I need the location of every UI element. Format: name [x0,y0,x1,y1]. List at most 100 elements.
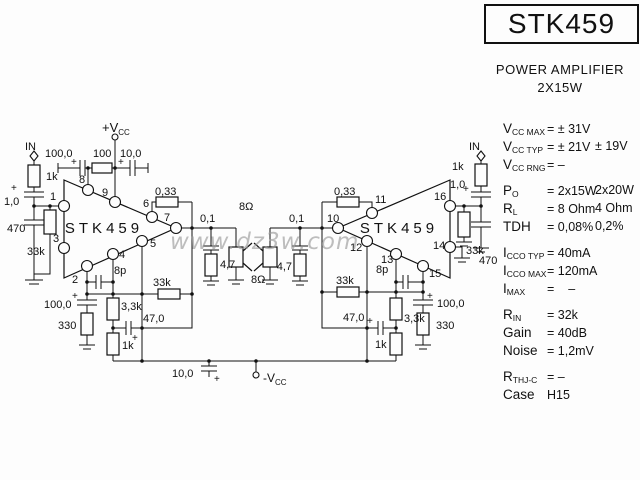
r033-left-label: 0,33 [155,186,176,198]
plus-sign: + [427,291,433,302]
pin-label-7: 7 [164,212,170,224]
speaker-left-horn [242,242,253,272]
spec-subscript: CC RNG [512,163,546,173]
spec-symbol: RTHJ-C [503,369,547,385]
c8p-right-label: 8p [376,264,388,276]
resistor-33k-left-bias [43,209,57,235]
c10-rail-label: 10,0 [172,368,193,380]
spec-row: VCC TYP= ± 21V± 19V [503,139,639,157]
pin-label-5: 5 [150,238,156,250]
spec-row: ICCO TYP= 40mA [503,245,639,263]
spec-subscript: O [512,189,519,199]
spec-row: VCC RNG= – [503,157,639,175]
spec-main: I [503,245,507,260]
spec-row: TDH= 0,08%0,2% [503,219,639,237]
c10-right-input-label: 1,0 [450,179,465,191]
spec-value: = 40dB [547,326,587,340]
spec-subscript: MAX [506,287,526,297]
plus-sign: + [367,316,373,327]
spec-value-alt: ± 19V [595,139,628,153]
wires [24,140,491,377]
r1k-right-input-label: 1k [452,161,464,173]
resistor-47-right-zobel [293,253,307,277]
spec-main: Case [503,387,535,402]
spec-subscript: THJ-C [512,375,538,385]
spec-main: P [503,183,513,198]
pin-circle-16 [443,199,457,213]
c10-left-input-label: 1,0 [4,196,19,208]
pin-label-12: 12 [350,242,362,254]
pin-label-4: 4 [119,249,125,261]
spec-main: V [503,121,513,136]
c8p-left-label: 8p [114,265,126,277]
right-labels: IN 1k 1,0 + 470 33k 0,33 0,1 4,7 8Ω 33k … [251,141,497,351]
r100-supply-label: 100 [93,148,111,160]
vcc-neg-label: -VCC [263,371,287,387]
r33k2-right-label: 3,3k [404,313,425,325]
left-labels: IN 1k 1,0 + 470 33k 100,0 + 100 + 10,0 0… [4,141,253,352]
c470-right-label: 470 [479,255,497,267]
pin-circle-6 [145,210,159,224]
spec-main: R [503,307,513,322]
c100-right-label: 100,0 [437,298,465,310]
resistor-330-right [416,312,430,336]
spec-main: Noise [503,343,538,358]
resistor-100-supply [91,162,113,174]
spec-row: Case H15 [503,387,639,405]
speaker-left-label: 8Ω [239,201,253,213]
capacitor-plates [24,160,491,372]
spec-main: Gain [503,325,532,340]
spec-value: = – [547,370,565,384]
spec-symbol: ICCO MAX [503,263,547,279]
r033-right-label: 0,33 [334,186,355,198]
pin-label-10: 10 [327,213,339,225]
spec-symbol: Noise [503,343,547,358]
r33k-right-fb-label: 33k [336,275,354,287]
pin-label-11: 11 [375,194,386,206]
r47-right-label: 4,7 [277,261,292,273]
speaker-right-label: 8Ω [251,274,265,286]
spec-subscript: CCO MAX [506,269,547,279]
spec-symbol: RL [503,201,547,217]
spec-value: = – [547,282,576,296]
pin-circle-9 [108,195,122,209]
spec-main: R [503,369,513,384]
resistor-33k-left-fb2 [106,297,120,321]
input-right-terminal-icon [476,150,486,162]
spec-main: I [503,281,507,296]
input-right-label: IN [469,141,480,153]
spec-value-alt: 4 Ohm [595,201,633,215]
spec-row: RIN= 32k [503,307,639,325]
c10-supply-label: 10,0 [120,148,141,160]
pin-circles [57,183,457,273]
plus-sign: + [11,183,17,194]
r1k-left-input-label: 1k [46,171,58,183]
r1k-left-gnd-label: 1k [122,340,134,352]
resistor-033-left [155,196,179,208]
spec-subscript: CC MAX [512,127,546,137]
spec-value: = 40mA [547,246,591,260]
input-left-label: IN [25,141,36,153]
pin-circle-14 [443,240,457,254]
pin-circle-2 [80,259,94,273]
pin-circle-3 [57,241,71,255]
title-box: STK459 [484,4,639,44]
spec-subscript: CC TYP [512,145,544,155]
resistor-47-left-zobel [204,253,218,277]
resistor-33k-right-feedback [336,286,360,298]
spec-value: H15 [547,388,570,402]
speakers [228,242,278,272]
vcc-pos-label: +VCC [102,120,130,137]
r33k-left-fb-label: 33k [153,277,171,289]
r47-left-label: 4,7 [220,259,235,271]
subtitle-line2: 2X15W [537,80,583,95]
spec-value-alt: 2x20W [595,183,634,197]
spec-symbol: IMAX [503,281,547,297]
junction-dots [32,166,483,363]
speaker-right-icon [262,246,278,268]
pin-label-1: 1 [50,191,56,203]
spec-value: = 1,2mV [547,344,594,358]
spec-value: = 2x15W [547,184,597,198]
